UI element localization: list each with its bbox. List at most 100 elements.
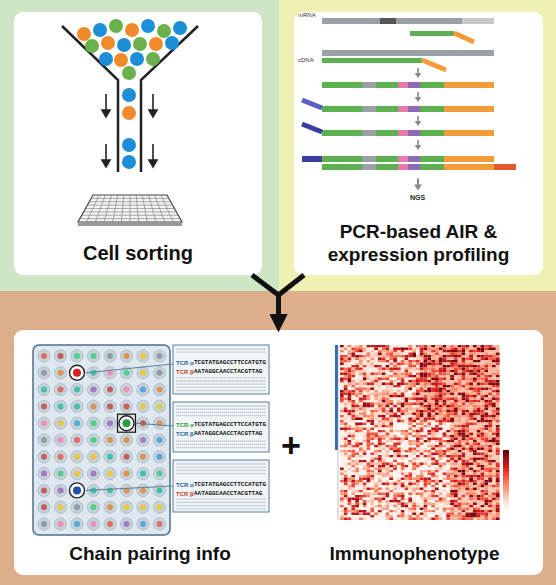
heatmap-cell bbox=[367, 435, 371, 438]
heatmap-cell bbox=[359, 400, 363, 403]
sequence-texture bbox=[176, 380, 266, 381]
well bbox=[104, 350, 116, 362]
heatmap-cell bbox=[397, 415, 401, 418]
heatmap-cell bbox=[424, 365, 428, 368]
heatmap-cell bbox=[454, 373, 458, 376]
heatmap-cell bbox=[397, 413, 401, 416]
heatmap-cell bbox=[359, 415, 363, 418]
heatmap-cell bbox=[439, 368, 443, 371]
heatmap-cell bbox=[481, 373, 485, 376]
heatmap-cell bbox=[462, 423, 466, 426]
heatmap-cell bbox=[488, 445, 492, 448]
heatmap-cell bbox=[435, 440, 439, 443]
well bbox=[71, 383, 83, 395]
heatmap-cell bbox=[420, 375, 424, 378]
heatmap-cell bbox=[363, 350, 367, 353]
heatmap-cell bbox=[393, 413, 397, 416]
heatmap-cell bbox=[340, 395, 344, 398]
heatmap-cell bbox=[450, 370, 454, 373]
mrna-strand bbox=[322, 50, 494, 56]
heatmap-cell bbox=[420, 418, 424, 421]
heatmap-cell bbox=[363, 418, 367, 421]
heatmap-cell bbox=[397, 373, 401, 376]
heatmap-cell bbox=[348, 408, 352, 411]
heatmap-cell bbox=[450, 423, 454, 426]
heatmap-cell bbox=[363, 405, 367, 408]
heatmap-cell bbox=[427, 445, 431, 448]
heatmap-cell bbox=[492, 410, 496, 413]
heatmap-cell bbox=[446, 380, 450, 383]
heatmap-cell bbox=[340, 400, 344, 403]
heatmap-cell bbox=[481, 368, 485, 371]
heatmap-cell bbox=[405, 410, 409, 413]
primer bbox=[422, 60, 446, 70]
cell-dot bbox=[58, 487, 64, 493]
leader-line bbox=[86, 486, 173, 490]
heatmap-cell bbox=[416, 403, 420, 406]
heatmap-cell bbox=[465, 353, 469, 356]
heatmap-cell bbox=[363, 423, 367, 426]
heatmap-cell bbox=[370, 408, 374, 411]
heatmap-cell bbox=[424, 373, 428, 376]
well bbox=[54, 518, 66, 530]
heatmap-cell bbox=[370, 443, 374, 446]
well bbox=[120, 350, 132, 362]
heatmap-cell bbox=[344, 393, 348, 396]
heatmap-cell bbox=[355, 368, 359, 371]
heatmap-cell bbox=[351, 393, 355, 396]
primer bbox=[302, 100, 322, 108]
heatmap-cell bbox=[397, 363, 401, 366]
heatmap-cell bbox=[344, 378, 348, 381]
heatmap-cell bbox=[492, 358, 496, 361]
heatmap-cell bbox=[393, 443, 397, 446]
heatmap-cell bbox=[462, 405, 466, 408]
heatmap-cell bbox=[374, 395, 378, 398]
heatmap-cell bbox=[458, 385, 462, 388]
heatmap-cell bbox=[397, 418, 401, 421]
heatmap-cell bbox=[355, 355, 359, 358]
heatmap-cell bbox=[370, 395, 374, 398]
heatmap-cell bbox=[439, 433, 443, 436]
heatmap-cell bbox=[439, 373, 443, 376]
heatmap-cell bbox=[386, 378, 390, 381]
heatmap-cell bbox=[420, 393, 424, 396]
heatmap-cell bbox=[488, 365, 492, 368]
heatmap-cell bbox=[386, 400, 390, 403]
heatmap-cell bbox=[386, 345, 390, 348]
heatmap-cell bbox=[492, 408, 496, 411]
heatmap-cell bbox=[465, 443, 469, 446]
heatmap-cell bbox=[382, 435, 386, 438]
heatmap-cell bbox=[393, 345, 397, 348]
heatmap-cell bbox=[374, 360, 378, 363]
cell-dot bbox=[124, 504, 130, 510]
heatmap-cell bbox=[481, 393, 485, 396]
heatmap-cell bbox=[344, 345, 348, 348]
heatmap-cell bbox=[446, 410, 450, 413]
heatmap-cell bbox=[340, 415, 344, 418]
heatmap-cell bbox=[386, 433, 390, 436]
heatmap-cell bbox=[382, 375, 386, 378]
heatmap-cell bbox=[378, 365, 382, 368]
heatmap-cell bbox=[382, 365, 386, 368]
heatmap-cell bbox=[454, 413, 458, 416]
heatmap-cell bbox=[405, 428, 409, 431]
heatmap-cell bbox=[496, 393, 500, 396]
heatmap-cell bbox=[378, 435, 382, 438]
heatmap-cell bbox=[355, 375, 359, 378]
heatmap-cell bbox=[351, 410, 355, 413]
heatmap-cell bbox=[374, 370, 378, 373]
heatmap-cell bbox=[454, 435, 458, 438]
heatmap-cell bbox=[374, 438, 378, 441]
heatmap-cell bbox=[473, 373, 477, 376]
heatmap-cell bbox=[469, 360, 473, 363]
heatmap-cell bbox=[359, 360, 363, 363]
heatmap-cell bbox=[340, 365, 344, 368]
heatmap-cell bbox=[351, 448, 355, 451]
heatmap-cell bbox=[401, 390, 405, 393]
heatmap-cell bbox=[386, 348, 390, 351]
heatmap-cell bbox=[439, 418, 443, 421]
heatmap-cell bbox=[446, 350, 450, 353]
heatmap-cell bbox=[340, 375, 344, 378]
heatmap-cell bbox=[386, 353, 390, 356]
heatmap-cell bbox=[435, 403, 439, 406]
